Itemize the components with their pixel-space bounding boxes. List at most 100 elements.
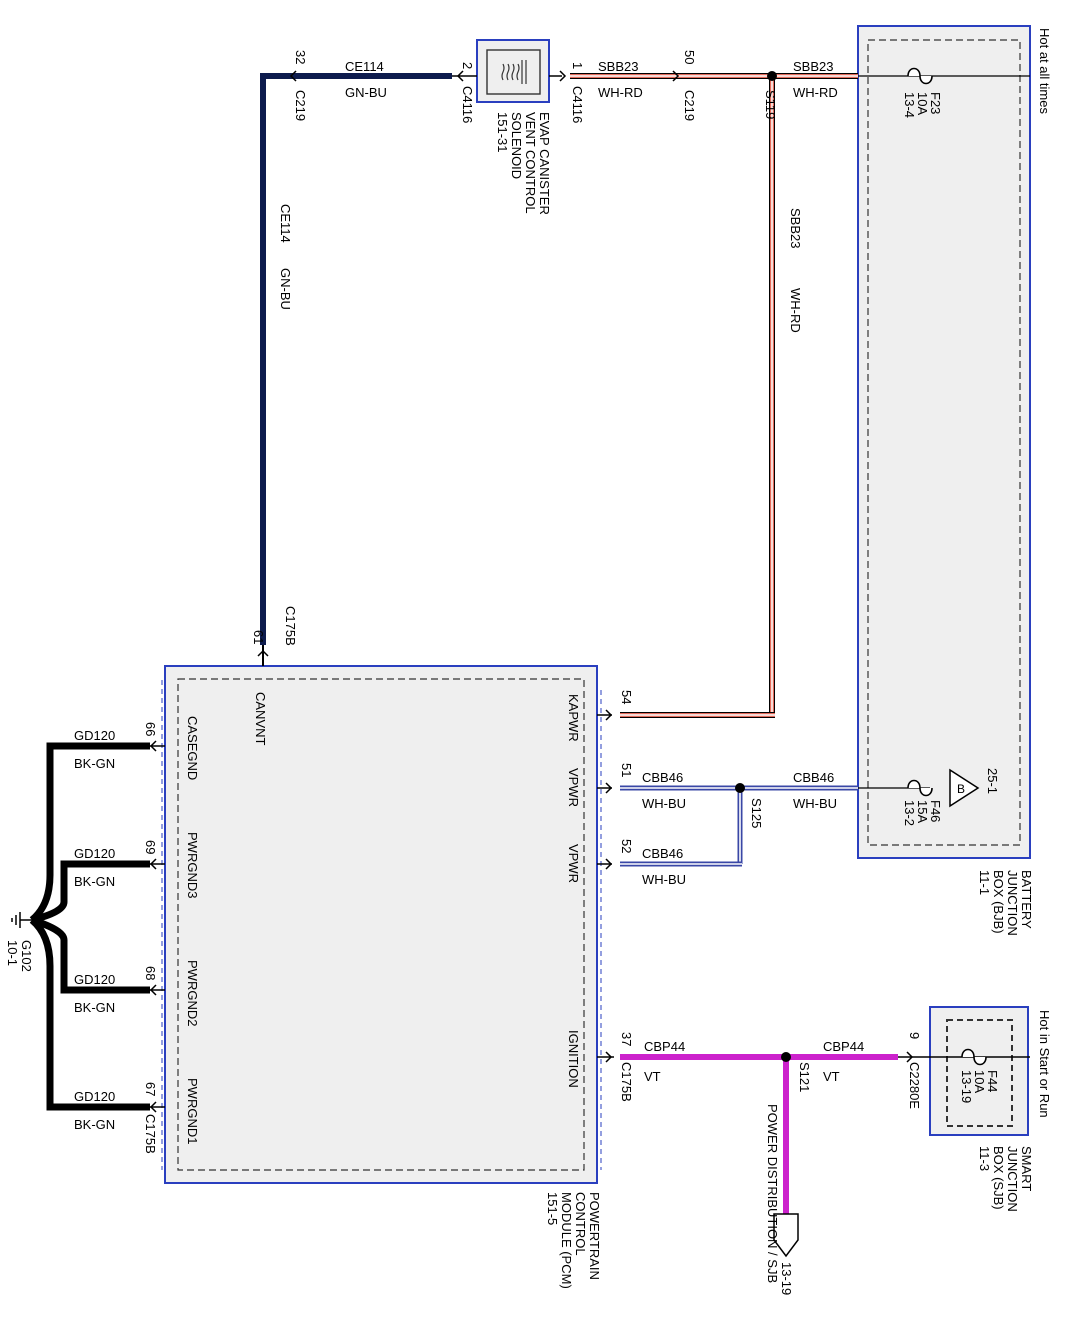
cbp44-color-2: VT [823, 1069, 840, 1084]
fuse-f44-rating: 10A [972, 1070, 987, 1093]
pcm-inner-dash [177, 678, 585, 1171]
splice-s121 [781, 1052, 791, 1062]
pin-c2280e: 9 [907, 1032, 922, 1039]
sbb23-circuit-1: SBB23 [598, 59, 638, 74]
evap-title-3: SOLENOID [509, 112, 524, 179]
bjb-title-3: BOX (BJB) [991, 870, 1006, 934]
bus-b-label: B [957, 782, 965, 796]
fuse-f44-name: F44 [985, 1070, 1000, 1092]
ground-symbol-icon [11, 912, 32, 928]
connector-c175b-ign-icon [605, 1051, 613, 1063]
bjb-ref: 11-1 [977, 870, 992, 895]
sbb23-circuit-2: SBB23 [793, 59, 833, 74]
cbp44-circuit-2: CBP44 [823, 1039, 864, 1054]
pin-c175b-canvnt: 61 [251, 630, 266, 644]
gd120-color-4: BK-GN [74, 1117, 115, 1132]
conn-c219-sbb23: C219 [682, 90, 697, 121]
conn-c4116-ce114: C4116 [460, 86, 475, 123]
pin-pwrgnd2: 68 [143, 966, 158, 980]
splice-s125 [735, 783, 745, 793]
bus-b-ref: 25-1 [985, 768, 1000, 794]
evap-title-1: EVAP CANISTER [537, 112, 552, 215]
solenoid-coil-icon [501, 60, 527, 84]
pin-pwrgnd1: 67 [143, 1082, 158, 1096]
cbp44-circuit-1: CBP44 [644, 1039, 685, 1054]
pin-c175b-ign: 37 [619, 1032, 634, 1046]
splice-s119-label: S119 [763, 90, 778, 119]
pcm-pin-casegnd: CASEGND [185, 716, 200, 780]
cbb46-color-2: WH-BU [793, 796, 837, 811]
connector-pwrgnd3-icon [149, 858, 157, 870]
pin-c219-ce114: 32 [293, 50, 308, 64]
ground-name: G102 [19, 940, 34, 972]
connector-pwrgnd2-icon [149, 984, 157, 996]
fuse-f23-rating: 10A [915, 92, 930, 115]
sjb-inner-dash [946, 1019, 1013, 1127]
cbb46-circuit-3: CBB46 [642, 846, 683, 861]
fuse-f23-ref: 13-4 [902, 92, 917, 118]
pcm-title-1: POWERTRAIN [587, 1192, 602, 1280]
conn-c175b-canvnt: C175B [283, 606, 298, 646]
fuse-f46-rating: 15A [915, 800, 930, 823]
pin-casegnd: 66 [143, 722, 158, 736]
pcm-pin-pwrgnd3: PWRGND3 [185, 832, 200, 898]
ce114-vert-color: GN-BU [278, 268, 293, 310]
ce114-color: GN-BU [345, 85, 387, 100]
fuse-f44-ref: 13-19 [959, 1070, 974, 1103]
gd120-circuit-2: GD120 [74, 846, 115, 861]
connector-c4116-sbb23-icon [559, 70, 567, 82]
sjb-title-1: SMART [1019, 1146, 1034, 1191]
cbb46-circuit-2: CBB46 [793, 770, 834, 785]
sbb23-color-2: WH-RD [793, 85, 838, 100]
gd120-circuit-1: GD120 [74, 728, 115, 743]
ce114-circuit: CE114 [345, 59, 384, 74]
connector-c175b-vpwr2-icon [605, 858, 613, 870]
splice-s125-label: S125 [749, 798, 764, 828]
evap-title-2: VENT CONTROL [523, 112, 538, 214]
conn-c175b-ign: C175B [619, 1062, 634, 1102]
power-distribution-text: POWER DISTRIBUTION / SJB [765, 1104, 780, 1283]
fuse-f46-ref: 13-2 [902, 800, 917, 826]
connector-c219-sbb23-icon [672, 70, 680, 82]
connector-c2280e-icon [906, 1051, 914, 1063]
connector-c175b-vpwr1-icon [605, 782, 613, 794]
pin-c175b-vpwr2: 52 [619, 839, 634, 853]
connector-c219-ce114-icon [289, 70, 297, 82]
fuse-f46-name: F46 [928, 800, 943, 822]
conn-c175b-gnd: C175B [143, 1114, 158, 1154]
pcm-box [164, 665, 598, 1184]
gd120-color-3: BK-GN [74, 1000, 115, 1015]
connector-c175b-canvnt-icon [257, 649, 269, 657]
pin-pwrgnd3: 69 [143, 840, 158, 854]
pin-c175b-kapwr: 54 [619, 690, 634, 704]
wire-sbb23 [549, 73, 1030, 718]
conn-c4116-sbb23: C4116 [570, 86, 585, 123]
hot-at-all-times-label: Hot at all times [1037, 28, 1052, 114]
bjb-inner-dash [867, 39, 1021, 846]
pcm-pin-ignition: IGNITION [566, 1030, 581, 1088]
hot-in-start-or-run-label: Hot in Start or Run [1037, 1010, 1052, 1118]
pcm-title-2: CONTROL [573, 1192, 588, 1256]
cbp44-color-1: VT [644, 1069, 661, 1084]
wire-ce114 [260, 73, 477, 666]
pin-c219-sbb23: 50 [682, 50, 697, 64]
sjb-title-2: JUNCTION [1005, 1146, 1020, 1212]
pcm-title-3: MODULE (PCM) [559, 1192, 574, 1289]
pin-c4116-ce114: 2 [460, 62, 475, 69]
bjb-box [857, 25, 1031, 859]
connector-c4116-ce114-icon [456, 70, 464, 82]
bjb-title-1: BATTERY [1019, 870, 1034, 929]
splice-s119 [767, 71, 777, 81]
pin-c4116-sbb23: 1 [570, 62, 585, 69]
fuse-f23-name: F23 [928, 92, 943, 114]
pcm-pin-vpwr1: VPWR [566, 768, 581, 807]
pcm-pin-pwrgnd2: PWRGND2 [185, 960, 200, 1026]
sbb23-vert-circuit: SBB23 [788, 208, 803, 248]
pcm-pin-canvnt: CANVNT [253, 692, 268, 746]
cbb46-circuit-1: CBB46 [642, 770, 683, 785]
pcm-pin-vpwr2: VPWR [566, 844, 581, 883]
evap-ref: 151-31 [495, 112, 510, 152]
connector-casegnd-icon [149, 740, 157, 752]
